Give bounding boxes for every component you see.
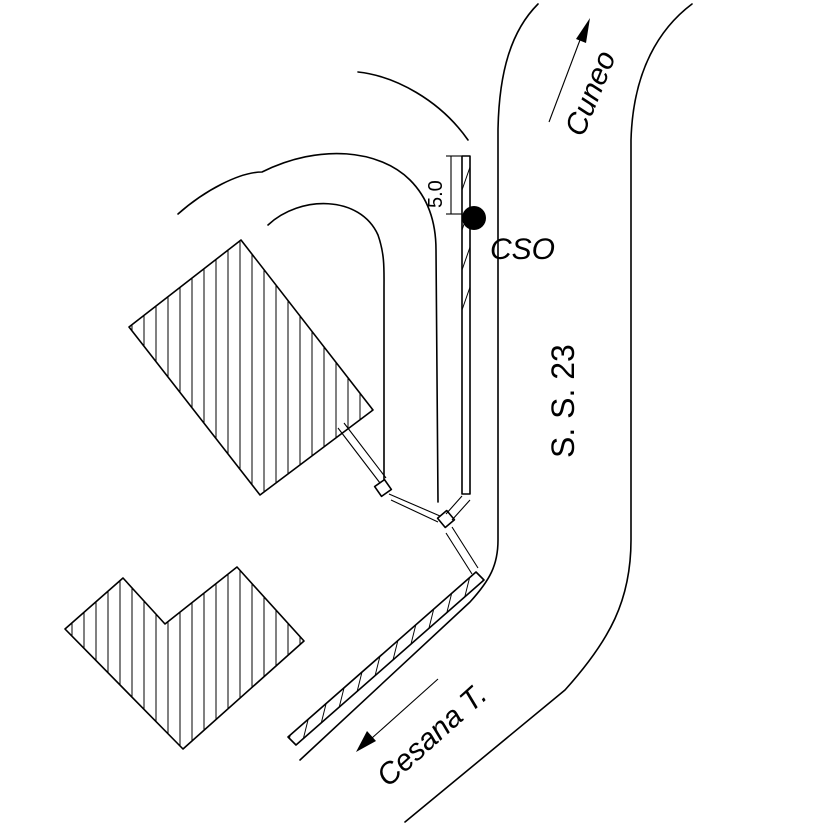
hatch-line (228, 560, 278, 760)
contour-line-middle (177, 152, 439, 503)
hatch-line (312, 150, 435, 500)
road-label: S. S. 23 (545, 344, 581, 458)
road-edge-west (299, 3, 539, 761)
road-edge-east (404, 3, 693, 823)
hatch-line (288, 572, 335, 745)
manhole-2 (436, 509, 456, 529)
arrow-up-right-icon (548, 18, 590, 123)
cesana-label: Cesana T. (371, 678, 494, 793)
hatch-line (311, 572, 363, 745)
pipe-to-manhole-2 (388, 493, 441, 523)
filled-circle-icon (462, 206, 486, 230)
hatch-line (297, 572, 349, 745)
hatch-line (298, 150, 421, 500)
cso-label: CSO (490, 233, 555, 266)
building-2 (64, 566, 305, 750)
trench-diagonal (214, 560, 485, 760)
pipe-to-trench (445, 526, 479, 575)
hatch-line (339, 572, 391, 745)
contour-line-inner (267, 202, 385, 481)
hatch-line (462, 156, 470, 494)
dimension-label: 5.0 (425, 180, 447, 208)
dimension-marker: 5.0 (425, 155, 462, 215)
hatch-line (462, 156, 470, 494)
building-1 (128, 239, 374, 496)
pipe-building-1 (337, 422, 387, 484)
arrow-down-left-icon (356, 678, 439, 752)
trench-vertical (298, 150, 471, 500)
hatch-line (353, 572, 405, 745)
hatch-line (325, 572, 377, 745)
contour-line-outer (357, 71, 469, 141)
hatch-line (214, 560, 264, 760)
manhole-1 (373, 478, 393, 498)
hatch-line (288, 572, 293, 745)
cuneo-label: Cuneo (559, 46, 623, 140)
pipe-connector (445, 495, 471, 521)
